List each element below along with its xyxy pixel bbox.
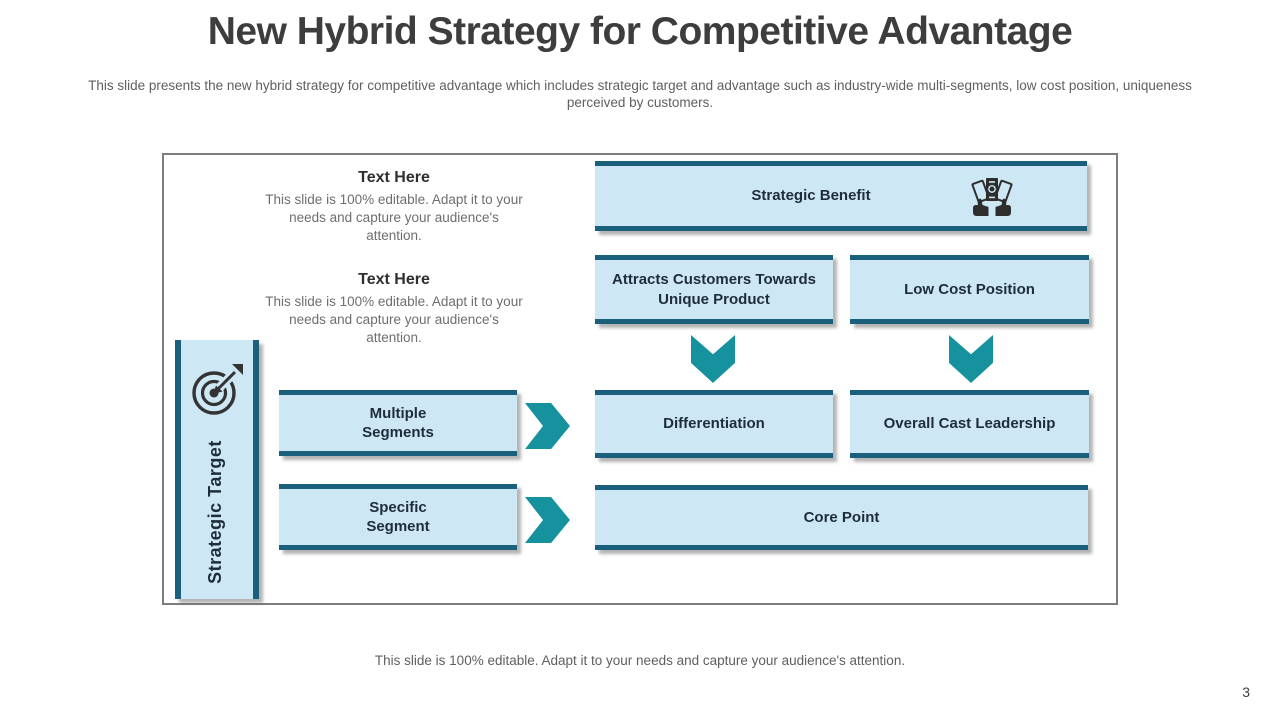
text-block-1: Text Here This slide is 100% editable. A… xyxy=(264,169,524,244)
low-cost-position-box: Low Cost Position xyxy=(850,255,1089,324)
slide-footer: This slide is 100% editable. Adapt it to… xyxy=(374,653,906,668)
text-block-2: Text Here This slide is 100% editable. A… xyxy=(264,271,524,346)
text-block-1-title: Text Here xyxy=(358,169,430,186)
text-block-2-body: This slide is 100% editable. Adapt it to… xyxy=(265,294,523,345)
chevron-down-icon xyxy=(691,335,735,383)
money-thumbs-up-icon xyxy=(971,178,1013,216)
slide-title: New Hybrid Strategy for Competitive Adva… xyxy=(207,10,1073,53)
strategic-benefit-label: Strategic Benefit xyxy=(751,187,871,205)
page-number: 3 xyxy=(1242,684,1250,700)
chevron-right-icon xyxy=(525,403,570,449)
core-point-box: Core Point xyxy=(595,485,1088,550)
strategic-benefit-box: Strategic Benefit xyxy=(595,161,1087,231)
slide-subtitle: This slide presents the new hybrid strat… xyxy=(88,78,1192,110)
diagram-frame: Strategic Target Text Here This slide is… xyxy=(162,153,1118,605)
strategic-target-box: Strategic Target xyxy=(175,340,259,599)
chevron-right-icon xyxy=(525,497,570,543)
overall-cast-leadership-box: Overall Cast Leadership xyxy=(850,390,1089,458)
strategic-target-label: Strategic Target xyxy=(205,440,225,584)
attracts-customers-box: Attracts Customers Towards Unique Produc… xyxy=(595,255,833,324)
text-block-2-title: Text Here xyxy=(358,271,430,288)
differentiation-box: Differentiation xyxy=(595,390,833,458)
text-block-1-body: This slide is 100% editable. Adapt it to… xyxy=(265,192,523,243)
specific-segment-box: Specific Segment xyxy=(279,484,517,550)
multiple-segments-box: Multiple Segments xyxy=(279,390,517,456)
target-dart-icon xyxy=(192,364,243,415)
chevron-down-icon xyxy=(949,335,993,383)
